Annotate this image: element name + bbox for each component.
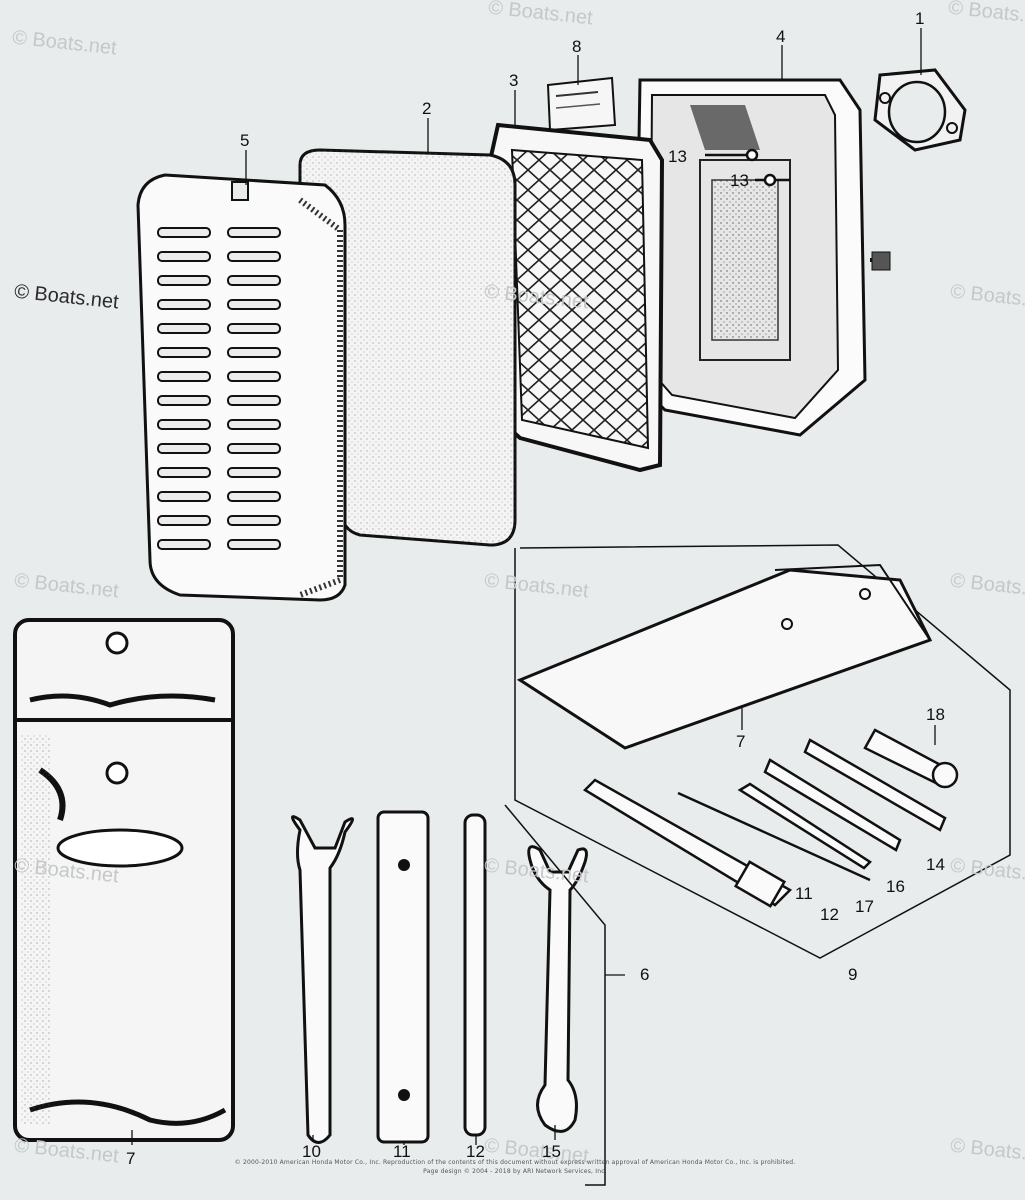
callout-7-bag: 7 xyxy=(126,1149,136,1168)
callout-6: 6 xyxy=(640,965,650,984)
callout-15: 15 xyxy=(542,1142,561,1161)
callout-1: 1 xyxy=(915,9,925,28)
callout-12-bottom: 12 xyxy=(466,1142,485,1161)
callout-16: 16 xyxy=(886,877,905,896)
callout-14: 14 xyxy=(926,855,945,874)
wrench-part-15 xyxy=(527,845,588,1133)
callout-10: 10 xyxy=(302,1142,321,1161)
callout-13-upper: 13 xyxy=(668,147,687,166)
callout-11-bottom: 11 xyxy=(393,1142,411,1161)
callout-3: 3 xyxy=(509,71,519,90)
copyright-line: © 2000-2010 American Honda Motor Co., In… xyxy=(234,1159,796,1166)
callout-12-set: 12 xyxy=(820,905,839,924)
callout-4: 4 xyxy=(776,27,786,46)
bracket-part-6 xyxy=(504,804,606,1186)
element-frame-part-3 xyxy=(485,122,665,473)
callout-17: 17 xyxy=(855,897,874,916)
callout-7-tool-set: 7 xyxy=(736,732,746,751)
copyright-footer: © 2000-2010 American Honda Motor Co., In… xyxy=(150,1158,880,1176)
callout-8: 8 xyxy=(572,37,582,56)
filter-element-part-2 xyxy=(298,148,517,547)
wrench-part-10 xyxy=(291,815,354,1144)
air-cleaner-case-part-4 xyxy=(633,78,891,437)
tool-bag-part-7-large xyxy=(13,618,235,1142)
box-wrench-part-11 xyxy=(376,810,430,1144)
handle-bar-part-12 xyxy=(463,813,487,1137)
gasket-part-1 xyxy=(873,68,967,152)
screws-part-13 xyxy=(705,148,790,187)
callout-2: 2 xyxy=(422,99,432,118)
leader-lines xyxy=(131,28,936,1145)
tool-set-outline-part-9 xyxy=(514,544,1011,959)
tool-set-items xyxy=(582,728,959,908)
callout-5: 5 xyxy=(240,131,250,150)
cover-part-5 xyxy=(136,173,347,602)
callout-13-lower: 13 xyxy=(730,171,749,190)
callout-18: 18 xyxy=(926,705,945,724)
callout-9: 9 xyxy=(848,965,858,984)
label-part-8 xyxy=(546,76,617,132)
callout-11-set: 11 xyxy=(795,884,813,903)
page-design-line: Page design © 2004 - 2018 by ARI Network… xyxy=(423,1168,607,1175)
